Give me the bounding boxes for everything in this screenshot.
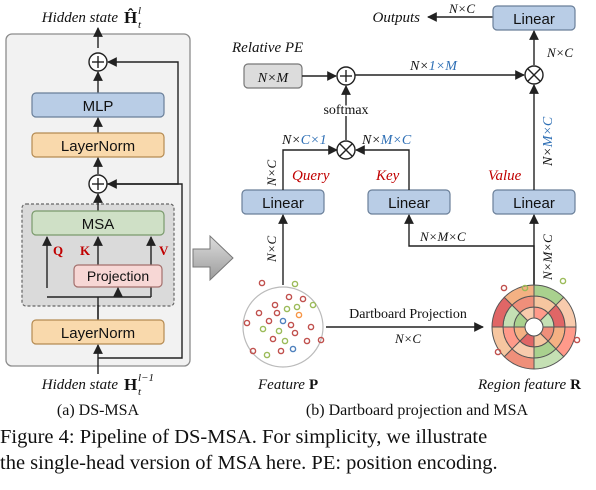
svg-text:t: t xyxy=(138,386,142,398)
output-hidden-state-symbol: Ĥ t l xyxy=(124,5,142,31)
linear-key-label: Linear xyxy=(388,195,430,212)
feature-point xyxy=(317,336,325,344)
outputs-dim: N×C xyxy=(448,1,475,16)
feature-point xyxy=(303,337,311,345)
projection-box xyxy=(73,264,163,288)
feature-point xyxy=(275,327,283,335)
msa-box xyxy=(31,210,165,236)
residual-add-top-icon xyxy=(88,52,108,72)
region-point xyxy=(500,284,508,292)
relative-pe-label: Relative PE xyxy=(231,40,303,56)
pe-add-icon xyxy=(336,66,356,86)
q-label: Q xyxy=(53,243,63,258)
feature-point xyxy=(269,335,277,343)
query-label: Query xyxy=(292,168,330,184)
layernorm-top-box xyxy=(31,132,165,158)
feature-point xyxy=(273,309,281,317)
ds-msa-panel: Hidden state Ĥ t l MLP LayerNorm xyxy=(5,5,191,419)
feature-point xyxy=(291,329,299,337)
linear-output-box xyxy=(492,5,576,31)
mlp-label: MLP xyxy=(83,98,114,115)
k-label: K xyxy=(80,243,91,258)
output-hidden-state-label: Hidden state xyxy=(41,10,119,26)
residual-add-middle-icon xyxy=(88,174,108,194)
dartboard-label: Dartboard Projection xyxy=(349,307,467,322)
layernorm-bottom-label: LayerNorm xyxy=(61,325,135,342)
feature-point xyxy=(279,317,287,325)
subcaption-b: (b) Dartboard projection and MSA xyxy=(306,402,529,419)
layernorm-top-label: LayerNorm xyxy=(61,138,135,155)
query-proj-dim: N×C×1 xyxy=(281,133,327,148)
feature-point xyxy=(263,351,271,359)
feature-point xyxy=(277,347,285,355)
feature-point xyxy=(255,309,263,317)
dartboard-dim: N×C xyxy=(394,331,421,346)
projection-label: Projection xyxy=(87,268,149,284)
feature-point xyxy=(309,301,317,309)
feature-point xyxy=(293,303,301,311)
dartboard-panel: Outputs N×C Linear N×C Relative PE N×M N… xyxy=(231,1,581,419)
svg-text:l: l xyxy=(138,5,141,17)
feature-point-cloud xyxy=(242,279,325,368)
expand-arrow-icon xyxy=(192,234,234,282)
feature-point xyxy=(307,323,315,331)
svg-text:t: t xyxy=(138,19,142,31)
outputs-label: Outputs xyxy=(372,10,420,26)
out-dim-right: N×C xyxy=(546,45,573,60)
subcaption-a: (a) DS-MSA xyxy=(57,402,140,419)
feature-point xyxy=(258,279,266,287)
qk-multiply-icon xyxy=(336,140,356,160)
key-proj-dim: N×M×C xyxy=(361,133,412,148)
softmax-label: softmax xyxy=(323,103,368,118)
region-point xyxy=(559,277,567,285)
key-label: Key xyxy=(375,168,400,184)
svg-text:H: H xyxy=(124,375,137,394)
feature-point xyxy=(249,347,257,355)
svg-text:l−1: l−1 xyxy=(138,372,154,384)
region-point xyxy=(521,284,529,292)
figure-caption: Figure 4: Pipeline of DS-MSA. For simpli… xyxy=(0,424,596,476)
relative-pe-dim: N×M xyxy=(257,71,290,86)
linear-query-label: Linear xyxy=(262,195,304,212)
value-input-dim: N×M×C xyxy=(540,234,555,281)
region-feature-dartboard xyxy=(491,277,581,370)
feature-point xyxy=(291,280,299,288)
feature-point xyxy=(281,337,289,345)
feature-point xyxy=(289,345,297,353)
feature-point xyxy=(265,317,273,325)
region-point xyxy=(494,348,502,356)
value-label: Value xyxy=(488,168,522,184)
svg-text:Ĥ: Ĥ xyxy=(124,8,137,27)
layernorm-bottom-box xyxy=(31,319,165,345)
linear-value-label: Linear xyxy=(513,195,555,212)
input-hidden-state-label: Hidden state xyxy=(41,377,119,393)
feature-point xyxy=(285,293,293,301)
caption-line-1: Figure 4: Pipeline of DS-MSA. For simpli… xyxy=(0,426,488,448)
input-hidden-state-symbol: H t l−1 xyxy=(124,372,154,398)
feature-point xyxy=(283,305,291,313)
feature-point xyxy=(287,321,295,329)
region-point xyxy=(573,336,581,344)
msa-label: MSA xyxy=(82,216,115,233)
feature-point xyxy=(295,311,303,319)
caption-line-2: the single-head version of MSA here. PE:… xyxy=(0,452,498,474)
attn-dim: N×1×M xyxy=(409,59,458,74)
feature-point xyxy=(299,295,307,303)
feature-point xyxy=(243,319,251,327)
mlp-box xyxy=(31,92,165,118)
linear-output-label: Linear xyxy=(513,11,555,28)
feature-point xyxy=(271,301,279,309)
aggregate-multiply-icon xyxy=(524,65,544,85)
value-proj-dim: N×M×C xyxy=(541,116,556,167)
feature-point xyxy=(259,325,267,333)
v-label: V xyxy=(159,243,169,258)
key-input-dim: N×M×C xyxy=(419,229,466,244)
feature-dim: N×C xyxy=(264,236,279,263)
query-side-dim: N×C xyxy=(264,160,279,187)
